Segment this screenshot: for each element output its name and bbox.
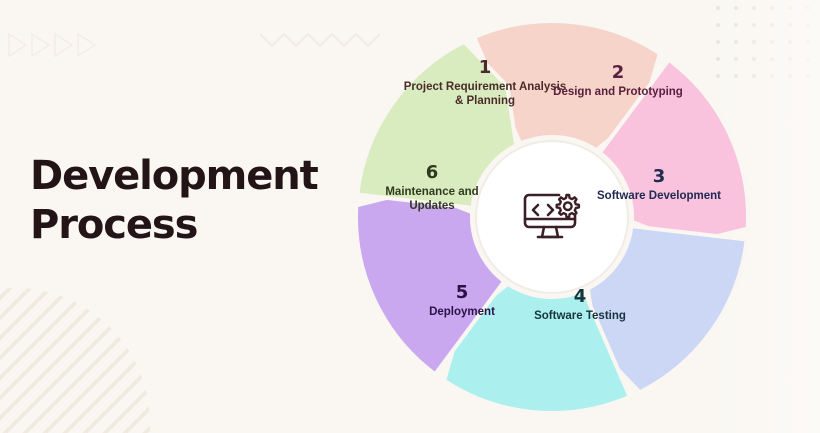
center-circle	[475, 140, 629, 294]
diagonal-stripes-decoration	[0, 278, 190, 433]
wheel-segment-1[interactable]	[472, 19, 662, 153]
wheel-segment-5[interactable]	[353, 188, 507, 377]
monitor-code-gear-icon	[523, 193, 581, 239]
center-icon-circle	[498, 163, 606, 271]
triangles-decoration	[6, 30, 106, 65]
wheel-segment-4[interactable]	[442, 281, 632, 415]
wheel-segment-6[interactable]	[355, 39, 519, 210]
page-title-line-2: Process	[30, 202, 198, 248]
page-title: Development Process	[30, 152, 360, 250]
development-process-cycle-diagram: 1 Project Requirement Analysis & Plannin…	[352, 17, 752, 417]
page-title-line-1: Development	[30, 153, 319, 199]
wheel-segment-2[interactable]	[597, 57, 751, 246]
wheel-segment-3[interactable]	[585, 224, 749, 395]
